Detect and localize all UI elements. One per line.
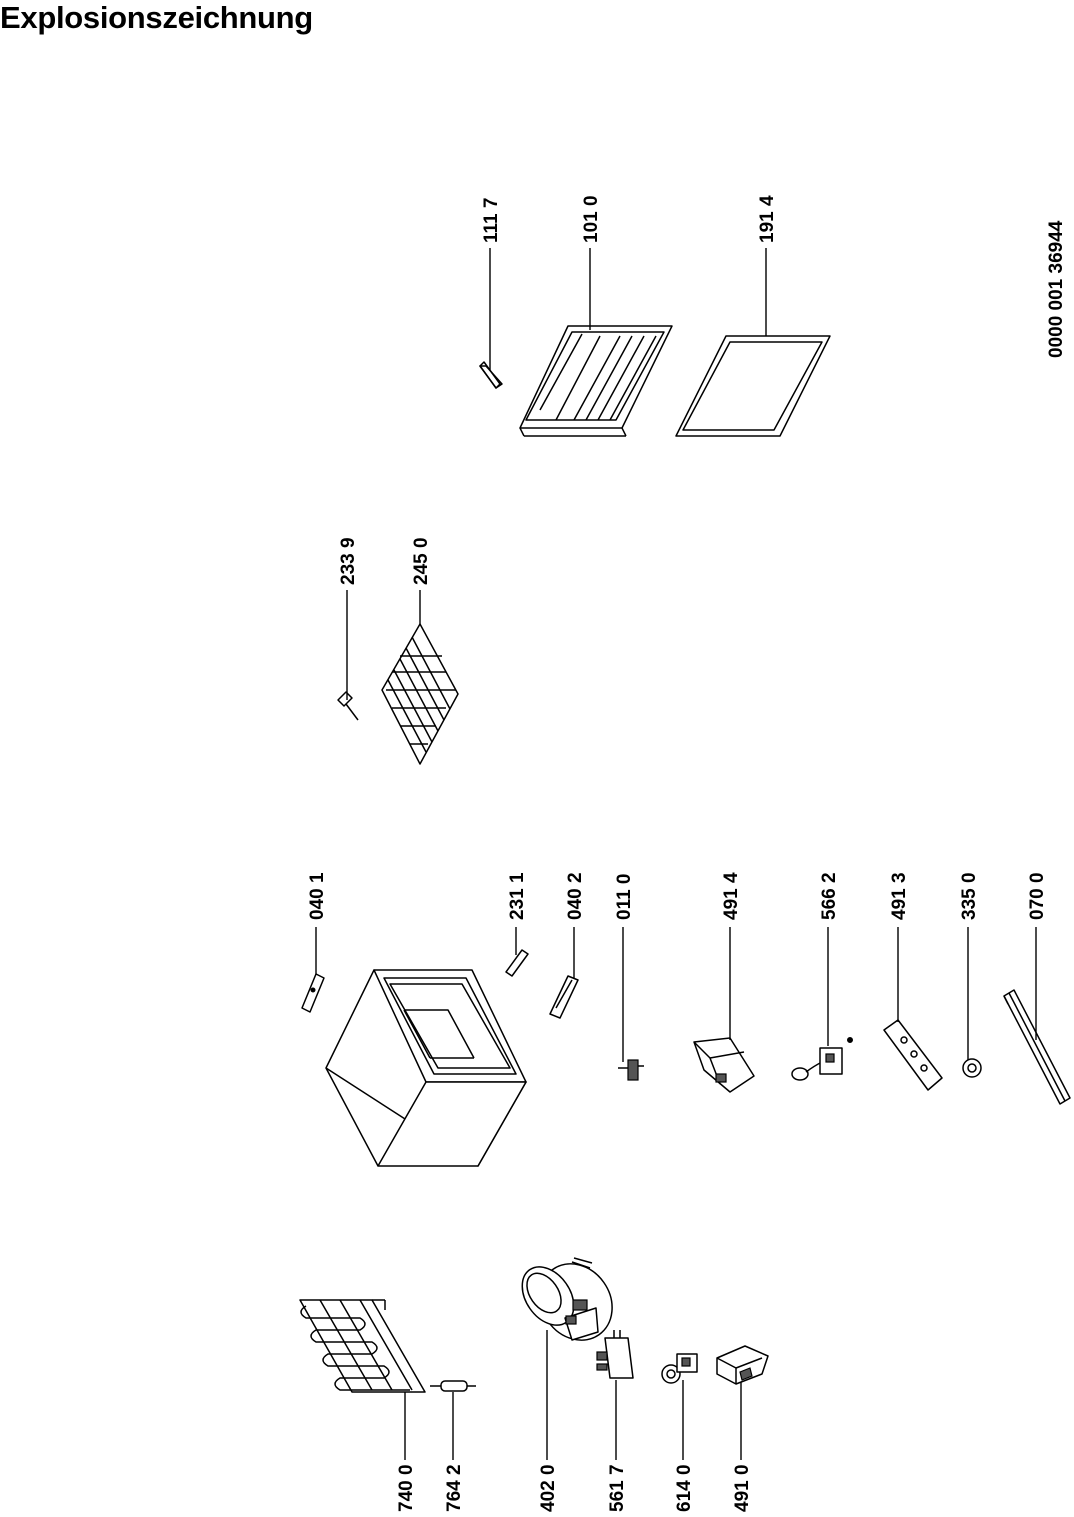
part-label-402-0: 402 0 — [538, 1464, 559, 1512]
part-label-191-4: 191 4 — [757, 195, 778, 243]
part-label-111-7: 111 7 — [481, 198, 502, 243]
filter-drier-part — [430, 1380, 476, 1392]
part-label-231-1: 231 1 — [507, 872, 528, 920]
hinge-pin-part — [505, 949, 529, 977]
part-label-491-0: 491 0 — [732, 1464, 753, 1512]
shelf-support-part — [337, 691, 359, 721]
control-box-part — [693, 1037, 755, 1093]
control-cover-part — [883, 1019, 943, 1091]
part-label-011-0: 011 0 — [614, 874, 635, 921]
part-label-491-4: 491 4 — [721, 872, 742, 920]
part-label-040-1: 040 1 — [307, 872, 328, 920]
wire-grid-part — [381, 623, 459, 765]
thermostat-part — [791, 1037, 853, 1081]
page-title: Explosionszeichnung — [0, 0, 313, 35]
part-label-040-2: 040 2 — [565, 872, 586, 920]
part-label-233-9: 233 9 — [338, 537, 359, 585]
part-label-491-3: 491 3 — [889, 872, 910, 920]
foot-part — [618, 1059, 644, 1081]
condenser-part — [299, 1299, 426, 1393]
part-label-614-0: 614 0 — [674, 1464, 695, 1512]
part-label-335-0: 335 0 — [959, 872, 980, 920]
part-label-764-2: 764 2 — [444, 1464, 465, 1512]
part-label-740-0: 740 0 — [396, 1464, 417, 1512]
overload-protector-part — [661, 1353, 698, 1384]
hinge-lower-part — [549, 975, 579, 1019]
part-label-101-0: 101 0 — [581, 195, 602, 243]
part-label-070-0: 070 0 — [1027, 872, 1048, 920]
drawing-number: 0000 001 36944 — [1046, 220, 1067, 358]
hinge-upper-part — [301, 973, 325, 1013]
lid-handle-part — [479, 361, 503, 389]
lid-part — [519, 325, 673, 437]
part-label-566-2: 566 2 — [819, 872, 840, 920]
relay-part — [596, 1330, 634, 1379]
relay-cover-part — [716, 1345, 769, 1385]
base-rail-part — [1003, 989, 1071, 1105]
part-label-245-0: 245 0 — [411, 537, 432, 585]
lid-gasket-part — [675, 335, 831, 437]
thermostat-knob-part — [962, 1058, 982, 1078]
part-label-561-7: 561 7 — [607, 1464, 628, 1512]
cabinet-part — [325, 969, 527, 1167]
compressor-part — [521, 1257, 613, 1341]
